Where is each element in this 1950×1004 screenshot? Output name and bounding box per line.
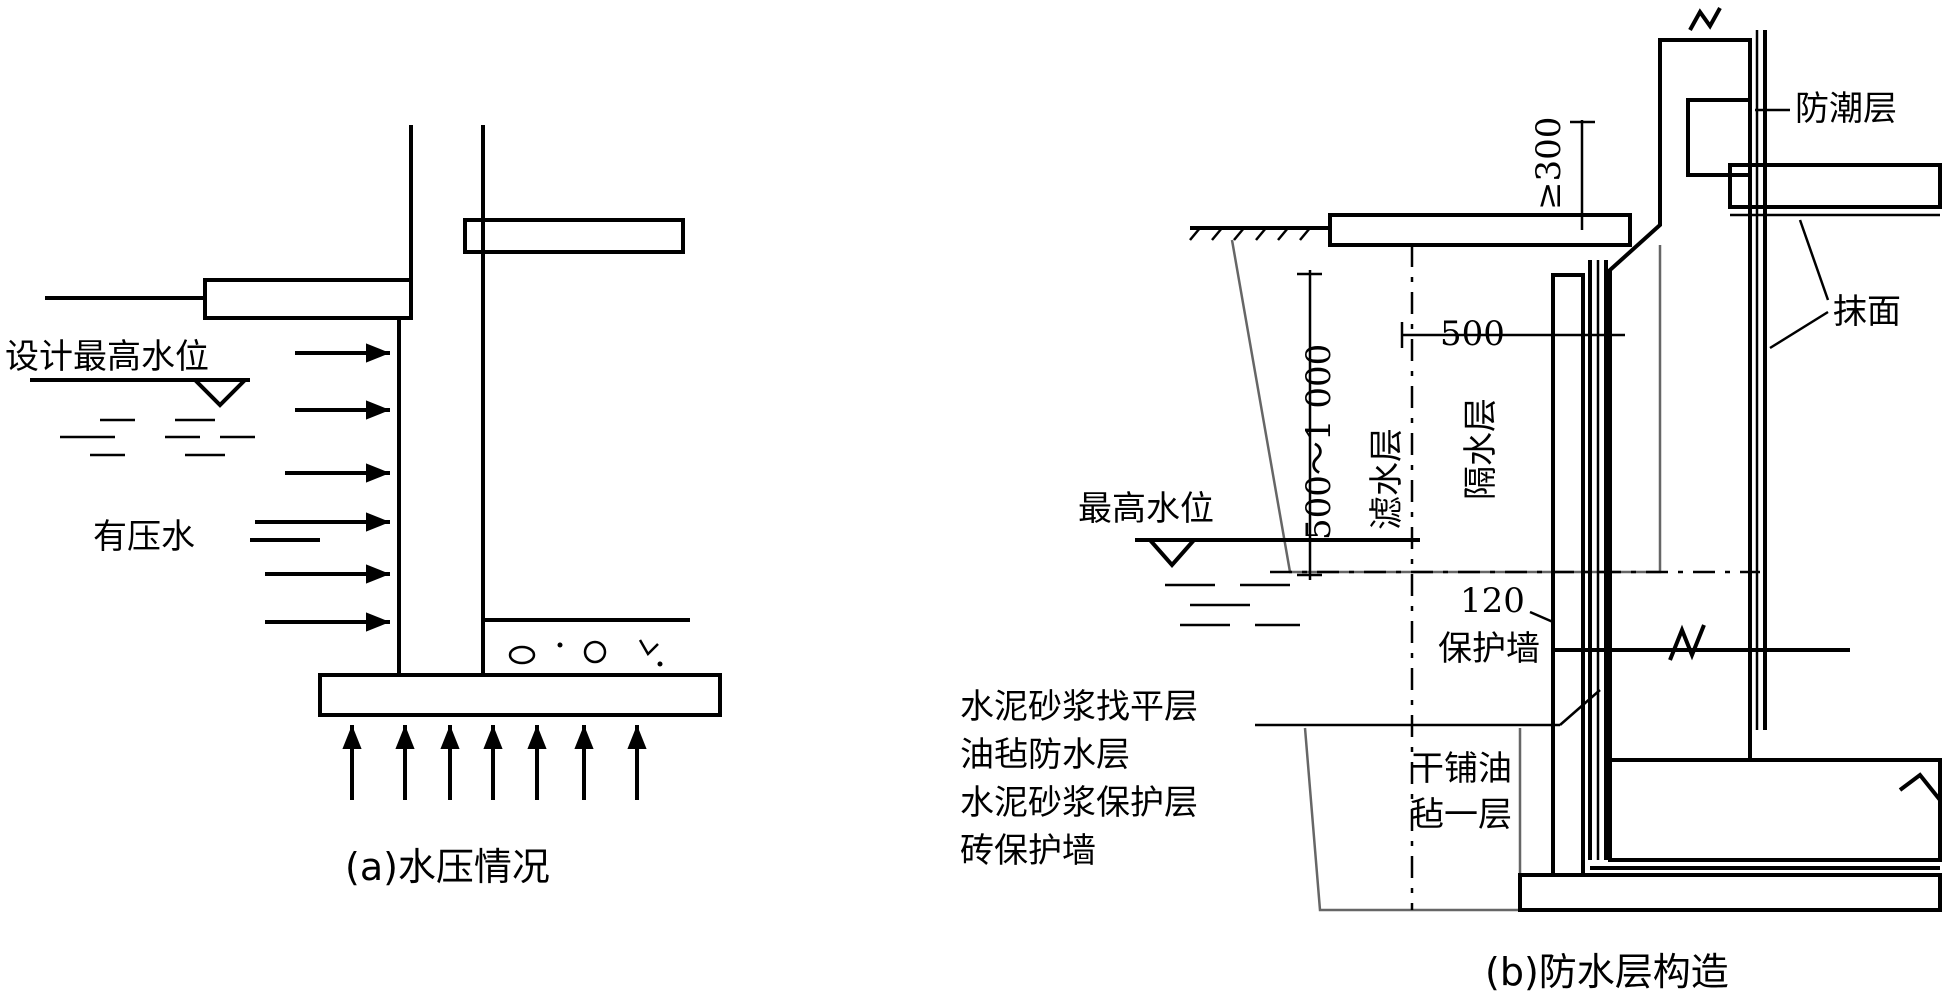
dim-500-marks	[1400, 322, 1625, 348]
label-filter-layer: 滤水层	[1367, 428, 1407, 530]
panel-a: 设计最高水位 有压水 (a)水压情况	[5, 125, 722, 889]
leader-120	[1529, 610, 1554, 624]
legend-leader-end	[1559, 689, 1601, 726]
label-protection-wall: 保护墙	[1438, 629, 1540, 669]
dim-120-label: 120	[1460, 581, 1525, 621]
wall-break-symbol-top	[1688, 7, 1722, 31]
slab-break-symbol	[1898, 772, 1942, 802]
dim-300-label: ≥300	[1529, 117, 1569, 210]
label-design-water-level: 设计最高水位	[5, 337, 209, 377]
panel-b: ≥300 500 500～1 000 滤水层 隔水层 防潮层 抹面 最高水位 1…	[960, 7, 1942, 994]
moisture-layer-block	[1686, 98, 1752, 177]
caption-b: (b)防水层构造	[1485, 950, 1729, 994]
outer-slab-a	[203, 278, 413, 320]
label-isolation-layer: 隔水层	[1461, 398, 1501, 500]
filter-region-lower	[1303, 727, 1522, 912]
dim-500-1000-marks	[1297, 270, 1322, 580]
legend-item-3: 水泥砂浆保护层	[960, 783, 1198, 823]
legend-item-1: 水泥砂浆找平层	[960, 687, 1198, 727]
water-level-symbol-b	[1135, 538, 1420, 627]
label-pressure-water: 有压水	[93, 517, 195, 557]
ground-hatch-b	[1189, 227, 1311, 241]
label-max-water-level: 最高水位	[1078, 489, 1214, 529]
label-dry-felt-1: 干铺油	[1410, 749, 1512, 789]
label-moisture-layer: 防潮层	[1795, 89, 1897, 129]
base-slab-b	[1608, 758, 1942, 862]
rubble-fill-a	[508, 639, 663, 667]
legend-item-4: 砖保护墙	[960, 831, 1096, 871]
label-plaster: 抹面	[1833, 292, 1901, 332]
leader-plaster-2	[1769, 310, 1829, 350]
break-symbol-b	[1668, 624, 1706, 661]
floor-slab-a	[463, 218, 685, 254]
water-level-symbol-a	[30, 378, 255, 457]
bottom-cushion-b	[1518, 873, 1942, 912]
pressure-arrows-horizontal	[250, 343, 390, 632]
interior-floor-slab	[1728, 163, 1942, 209]
caption-a: (a)水压情况	[345, 845, 550, 889]
filter-region-upper	[1230, 239, 1662, 574]
pressure-arrows-vertical	[342, 725, 647, 800]
apron-slab	[1328, 213, 1632, 247]
base-slab-a	[318, 673, 722, 717]
brick-protection-wall	[1551, 273, 1585, 877]
dim-500-1000-label: 500～1 000	[1299, 344, 1339, 540]
label-dry-felt-2: 毡一层	[1410, 795, 1512, 835]
dim-500-label: 500	[1440, 314, 1505, 354]
leader-plaster-1	[1798, 219, 1830, 301]
dim-300-marks	[1570, 120, 1595, 230]
legend-item-2: 油毡防水层	[960, 735, 1130, 775]
